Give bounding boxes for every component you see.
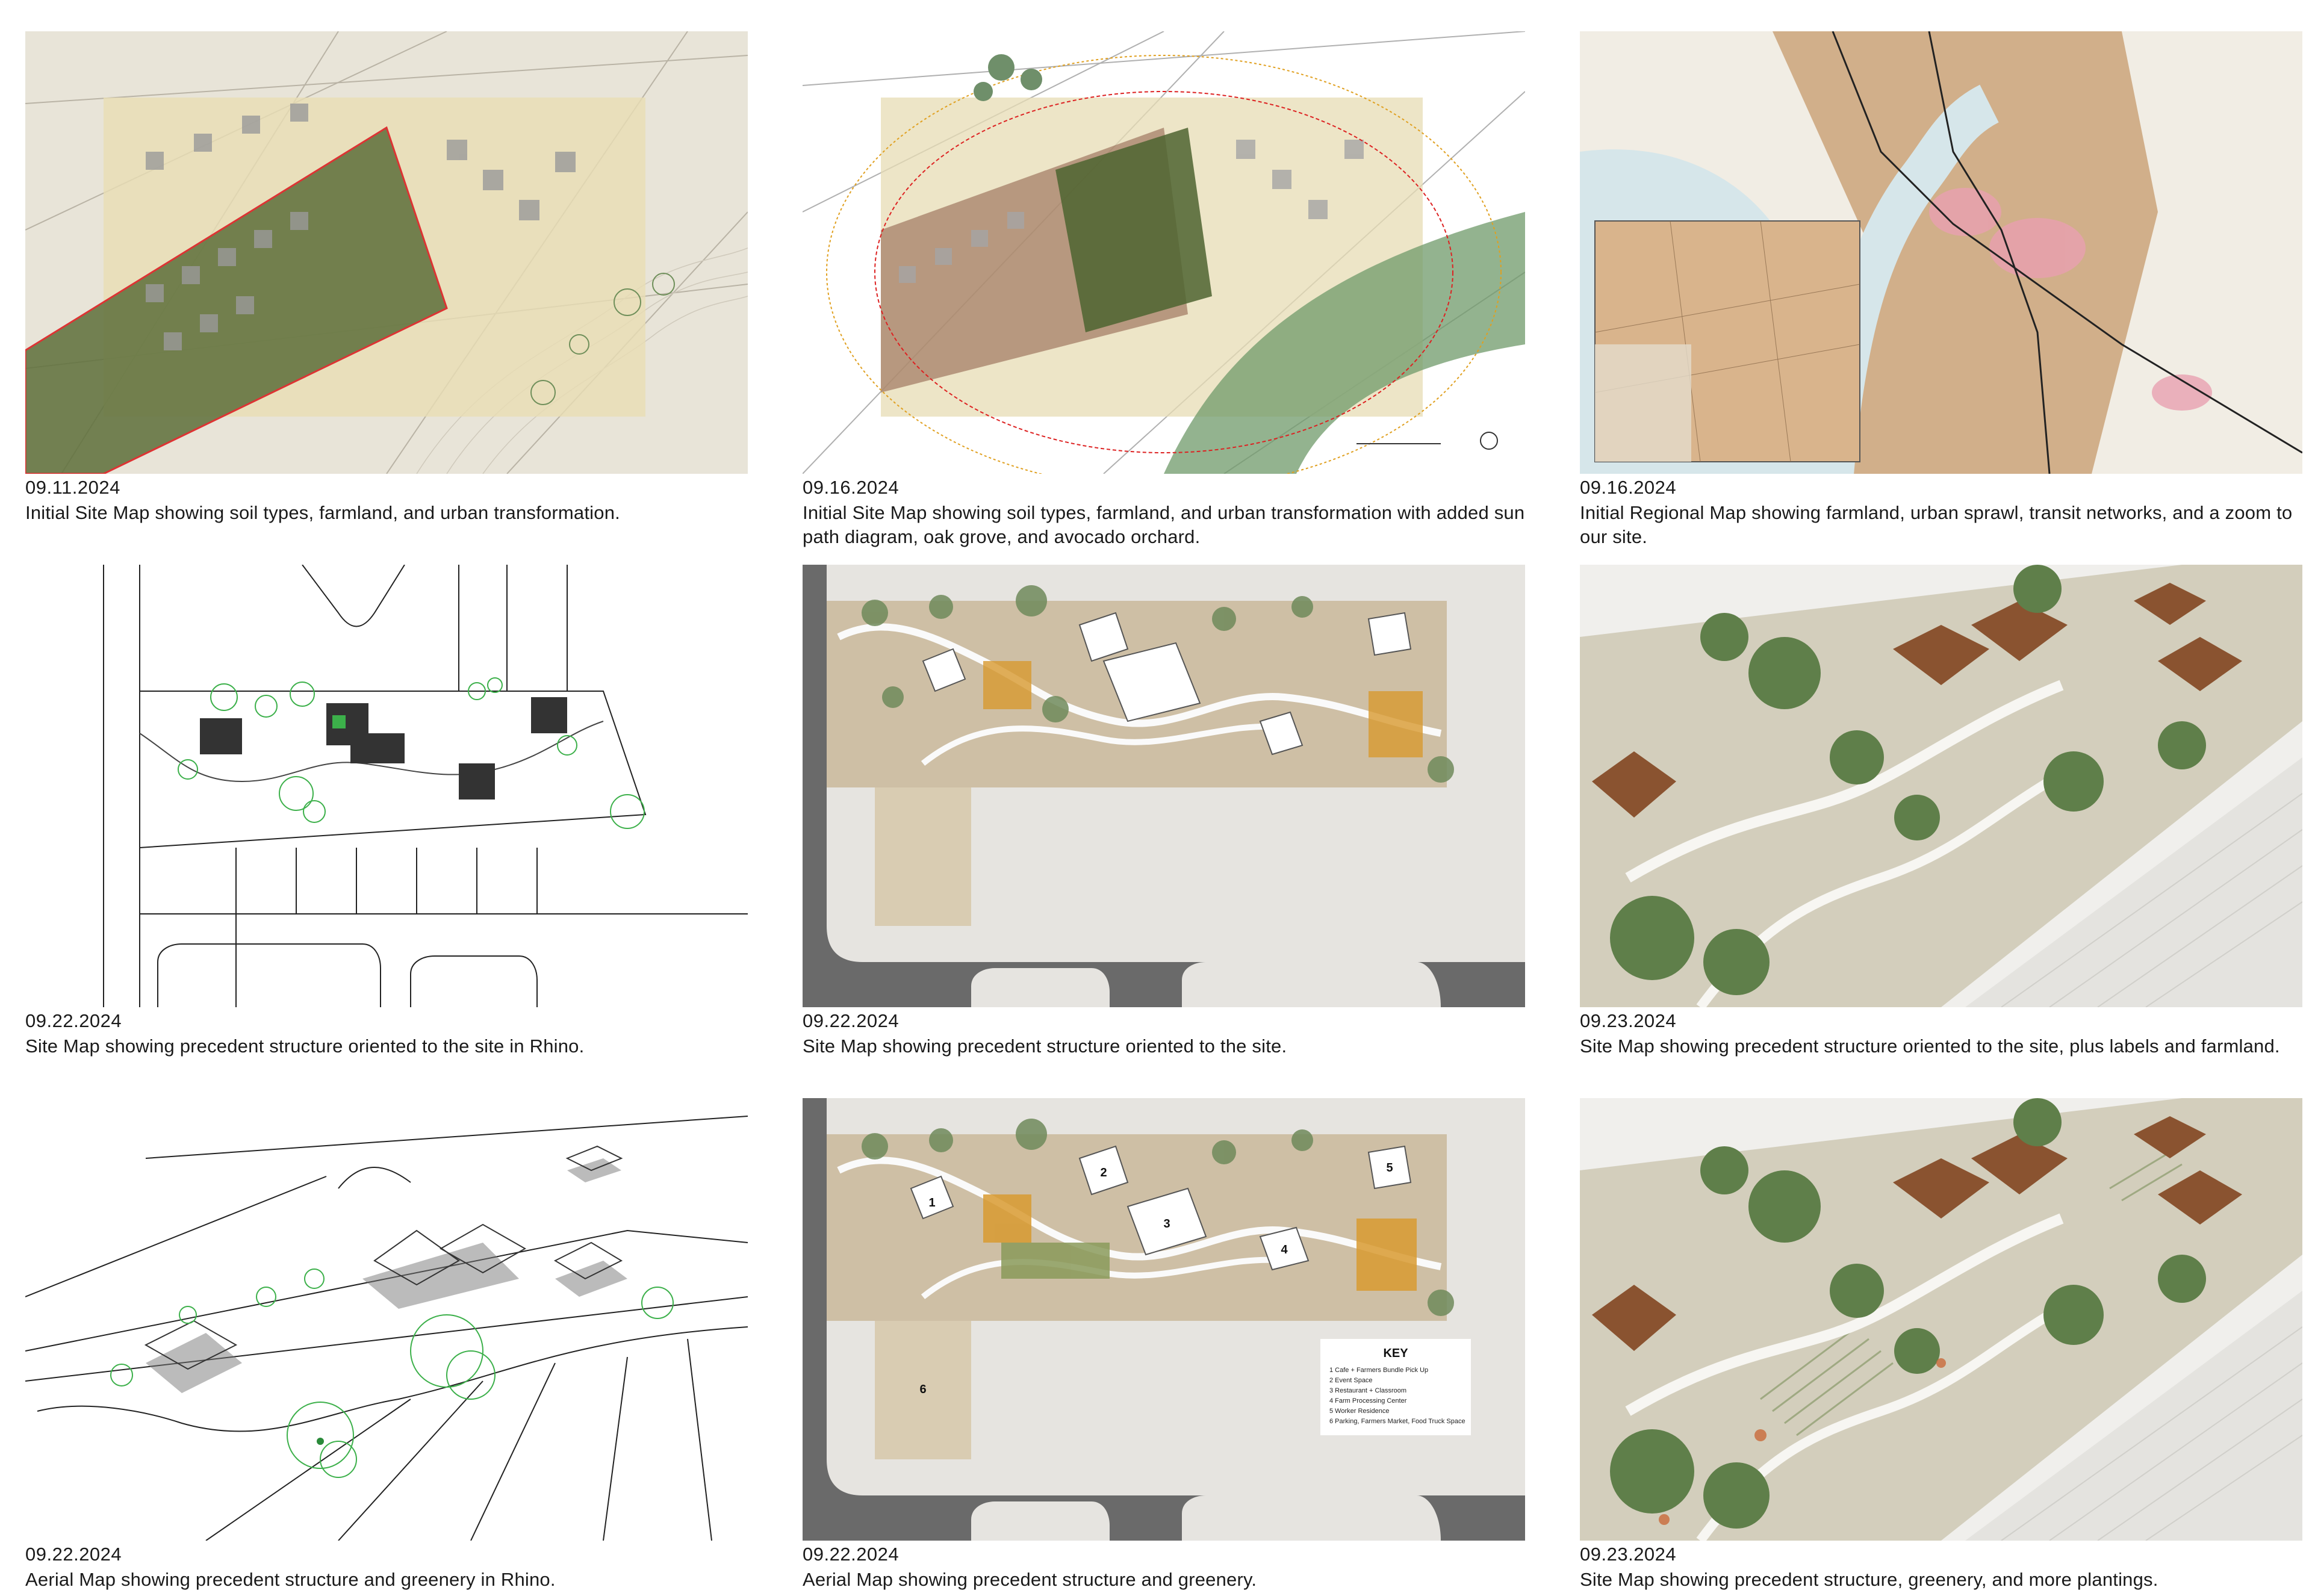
- panel-caption: Site Map showing precedent structure, gr…: [1580, 1569, 2158, 1590]
- aerial-map-key-image: KEY 1 Cafe + Farmers Bundle Pick Up 2 Ev…: [803, 1098, 1525, 1541]
- aerial-farmland-image: [1580, 565, 2302, 1007]
- rhino-aerial-map-image: [25, 1098, 748, 1541]
- building-label-5: 5: [1386, 1161, 1393, 1175]
- panel-caption: Initial Regional Map showing farmland, u…: [1580, 502, 2293, 547]
- panel-date: 09.23.2024: [1580, 1010, 1677, 1031]
- building-label-2: 2: [1100, 1166, 1107, 1179]
- panel-date: 09.16.2024: [1580, 477, 1677, 498]
- panel-caption: Site Map showing precedent structure ori…: [25, 1036, 585, 1057]
- panel-date: 09.16.2024: [803, 477, 900, 498]
- panel-date: 09.11.2024: [25, 477, 120, 498]
- aerial-plantings-image: [1580, 1098, 2302, 1541]
- panel-caption: Site Map showing precedent structure ori…: [803, 1036, 1287, 1057]
- rendered-site-map-image: [803, 565, 1525, 1007]
- key-title: KEY: [1383, 1347, 1408, 1360]
- panel-date: 09.22.2024: [25, 1544, 122, 1565]
- building-label-3: 3: [1163, 1217, 1170, 1231]
- key-item: 3 Restaurant + Classroom: [1329, 1387, 1406, 1394]
- building-label-4: 4: [1281, 1243, 1288, 1256]
- panel-date: 09.22.2024: [803, 1544, 900, 1565]
- panel-date: 09.22.2024: [25, 1010, 122, 1031]
- panel-date: 09.22.2024: [803, 1010, 900, 1031]
- key-item: 6 Parking, Farmers Market, Food Truck Sp…: [1329, 1418, 1465, 1425]
- building-label-1: 1: [928, 1196, 935, 1209]
- key-item: 4 Farm Processing Center: [1329, 1397, 1407, 1405]
- panel-caption: Site Map showing precedent structure ori…: [1580, 1036, 2280, 1057]
- panel-caption: Initial Site Map showing soil types, far…: [25, 502, 620, 523]
- key-item: 1 Cafe + Farmers Bundle Pick Up: [1329, 1367, 1428, 1374]
- panel-caption: Initial Site Map showing soil types, far…: [803, 502, 1525, 547]
- rhino-site-map-image: [25, 565, 748, 1007]
- key-item: 5 Worker Residence: [1329, 1408, 1389, 1415]
- panel-date: 09.23.2024: [1580, 1544, 1677, 1565]
- building-label-6: 6: [919, 1383, 926, 1396]
- panel-caption: Aerial Map showing precedent structure a…: [25, 1569, 556, 1590]
- regional-map-image: [1580, 31, 2302, 474]
- initial-site-map-image: [25, 31, 748, 474]
- panel-caption: Aerial Map showing precedent structure a…: [803, 1569, 1257, 1590]
- site-map-sun-path-image: [803, 31, 1525, 474]
- key-item: 2 Event Space: [1329, 1377, 1373, 1384]
